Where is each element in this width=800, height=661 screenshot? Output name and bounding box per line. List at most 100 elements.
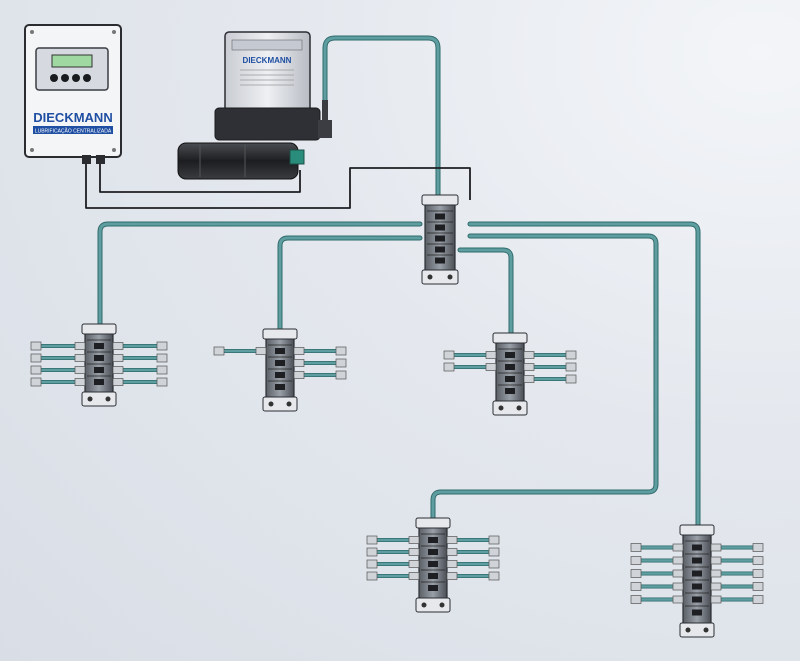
distributor-block-1 bbox=[30, 323, 168, 407]
section-indicator-icon bbox=[94, 343, 104, 349]
mount-hole-icon bbox=[439, 602, 445, 608]
section-indicator-icon bbox=[275, 384, 285, 390]
outlet-fitting-icon bbox=[156, 377, 168, 387]
mount-hole-icon bbox=[516, 405, 522, 411]
section-indicator-icon bbox=[428, 585, 438, 591]
controller-box: DIECKMANN LUBRIFICAÇÃO CENTRALIZADA bbox=[24, 24, 122, 164]
controller-key-2[interactable] bbox=[61, 74, 69, 82]
tube-main-to-block-4 bbox=[431, 234, 658, 526]
outlet-fitting-icon bbox=[156, 365, 168, 375]
outlet-fitting-icon bbox=[112, 342, 124, 350]
electrical-cables bbox=[85, 164, 471, 209]
section-indicator-icon bbox=[275, 360, 285, 366]
outlet-fitting-icon bbox=[408, 560, 420, 568]
section-indicator-icon bbox=[435, 257, 445, 264]
controller-subtitle: LUBRIFICAÇÃO CENTRALIZADA bbox=[35, 128, 112, 135]
outlet-fitting-icon bbox=[565, 374, 577, 384]
section-indicator-icon bbox=[435, 235, 445, 242]
cable-gland-icon bbox=[96, 155, 105, 164]
pump-brand: DIECKMANN bbox=[243, 56, 292, 65]
section-indicator-icon bbox=[275, 348, 285, 354]
outlet-fitting-icon bbox=[672, 543, 684, 552]
distributor-block-4 bbox=[366, 517, 500, 613]
outlet-fitting-icon bbox=[156, 341, 168, 351]
controller-display bbox=[51, 54, 93, 68]
outlet-fitting-icon bbox=[213, 346, 225, 356]
section-indicator-icon bbox=[505, 352, 515, 358]
cable-controller-to-pump bbox=[99, 164, 301, 193]
section-indicator-icon bbox=[94, 355, 104, 361]
outlet-fitting-icon bbox=[112, 354, 124, 362]
outlet-fitting-icon bbox=[443, 362, 455, 372]
section-indicator-icon bbox=[505, 364, 515, 370]
outlet-fitting-icon bbox=[446, 572, 458, 580]
outlet-fitting-icon bbox=[293, 347, 305, 355]
distributor-block-4-cap bbox=[415, 517, 451, 529]
controller-key-4[interactable] bbox=[83, 74, 91, 82]
controller-key-1[interactable] bbox=[50, 74, 58, 82]
section-indicator-icon bbox=[692, 557, 702, 564]
distributor-blocks bbox=[30, 194, 764, 638]
section-indicator-icon bbox=[94, 367, 104, 373]
outlet-fitting-icon bbox=[74, 366, 86, 374]
controller-brand: DIECKMANN bbox=[33, 110, 112, 125]
tube-main-to-block-5 bbox=[468, 222, 700, 534]
outlet-fitting-icon bbox=[112, 378, 124, 386]
outlet-fitting-icon bbox=[672, 556, 684, 565]
tube-pump-to-main-block bbox=[323, 36, 440, 202]
mount-hole-icon bbox=[703, 627, 709, 633]
outlet-fitting-icon bbox=[630, 569, 642, 578]
distributor-block-2-cap bbox=[262, 328, 298, 340]
outlet-fitting-icon bbox=[630, 543, 642, 552]
outlet-fitting-icon bbox=[710, 595, 722, 604]
main-distributor-block-foot bbox=[421, 269, 459, 285]
distributor-block-2 bbox=[213, 328, 347, 412]
outlet-fitting-icon bbox=[488, 547, 500, 557]
outlet-fitting-icon bbox=[630, 582, 642, 591]
outlet-fitting-icon bbox=[366, 547, 378, 557]
outlet-fitting-icon bbox=[255, 347, 267, 355]
controller-key-3[interactable] bbox=[72, 74, 80, 82]
section-indicator-icon bbox=[692, 596, 702, 603]
section-indicator-icon bbox=[692, 544, 702, 551]
section-indicator-icon bbox=[428, 561, 438, 567]
outlet-fitting-icon bbox=[74, 342, 86, 350]
outlet-fitting-icon bbox=[710, 569, 722, 578]
tube-main-to-block-3-outline bbox=[457, 247, 514, 343]
outlet-fitting-icon bbox=[446, 548, 458, 556]
distributor-block-3 bbox=[443, 332, 577, 416]
tube-main-to-block-1 bbox=[98, 222, 422, 332]
distributor-block-1-foot bbox=[81, 391, 117, 407]
outlet-fitting-icon bbox=[366, 559, 378, 569]
mount-hole-icon bbox=[427, 274, 433, 280]
section-indicator-icon bbox=[435, 224, 445, 231]
outlet-fitting-icon bbox=[488, 535, 500, 545]
mount-hole-icon bbox=[421, 602, 427, 608]
outlet-fitting-icon bbox=[710, 582, 722, 591]
outlet-fitting-icon bbox=[710, 543, 722, 552]
distributor-block-5-foot bbox=[679, 622, 715, 638]
outlet-fitting-icon bbox=[752, 556, 764, 565]
main-distributor-block bbox=[421, 194, 459, 285]
outlet-fitting-icon bbox=[293, 359, 305, 367]
tube-main-to-block-3 bbox=[458, 248, 513, 342]
outlet-fitting-icon bbox=[523, 375, 535, 383]
section-indicator-icon bbox=[428, 549, 438, 555]
section-indicator-icon bbox=[692, 609, 702, 616]
lubrication-pump: DIECKMANN bbox=[177, 31, 332, 180]
tube-pump-to-main-block-outline bbox=[322, 35, 441, 203]
outlet-fitting-icon bbox=[523, 351, 535, 359]
outlet-fitting-icon bbox=[752, 595, 764, 604]
outlet-fitting-icon bbox=[335, 346, 347, 356]
pump-base bbox=[214, 107, 321, 141]
outlet-fitting-icon bbox=[30, 341, 42, 351]
outlet-fitting-icon bbox=[446, 560, 458, 568]
outlet-fitting-icon bbox=[752, 582, 764, 591]
distributor-block-5 bbox=[630, 524, 764, 638]
mount-hole-icon bbox=[447, 274, 453, 280]
outlet-fitting-icon bbox=[565, 362, 577, 372]
outlet-fitting-icon bbox=[752, 543, 764, 552]
section-indicator-icon bbox=[94, 379, 104, 385]
tube-main-to-block-2 bbox=[278, 236, 422, 337]
